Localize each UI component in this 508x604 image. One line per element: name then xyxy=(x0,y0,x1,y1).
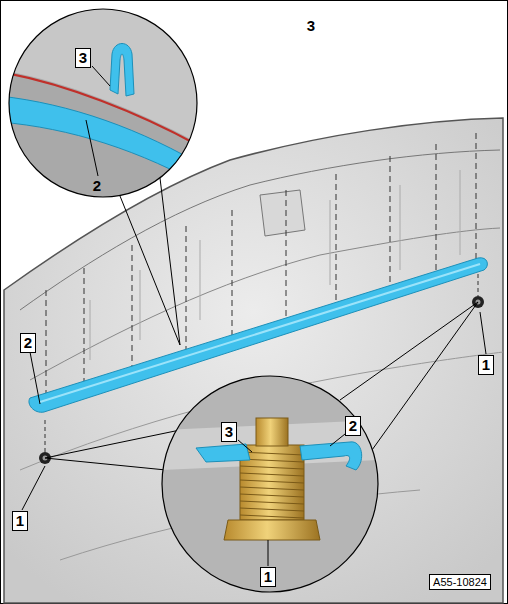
callout-number: 3 xyxy=(75,48,91,68)
callout-number: 1 xyxy=(12,511,28,531)
figure-number: A55-10824 xyxy=(429,574,491,590)
callout-number: 2 xyxy=(345,416,361,436)
screw-thread xyxy=(240,508,304,511)
callout-number: 3 xyxy=(221,422,237,442)
screw-thread xyxy=(240,515,304,518)
screw-thread xyxy=(240,466,304,469)
callout-number: 2 xyxy=(20,333,36,353)
callout-number: 2 xyxy=(91,177,103,195)
screw-thread xyxy=(240,494,304,497)
screw-thread xyxy=(240,501,304,504)
callout-number: 1 xyxy=(478,355,494,375)
callout-number: 3 xyxy=(305,17,317,35)
screw-thread xyxy=(240,487,304,490)
callout-number: 1 xyxy=(260,567,276,587)
screw-thread xyxy=(240,480,304,483)
screw-thread xyxy=(240,452,304,455)
screw-thread xyxy=(240,473,304,476)
